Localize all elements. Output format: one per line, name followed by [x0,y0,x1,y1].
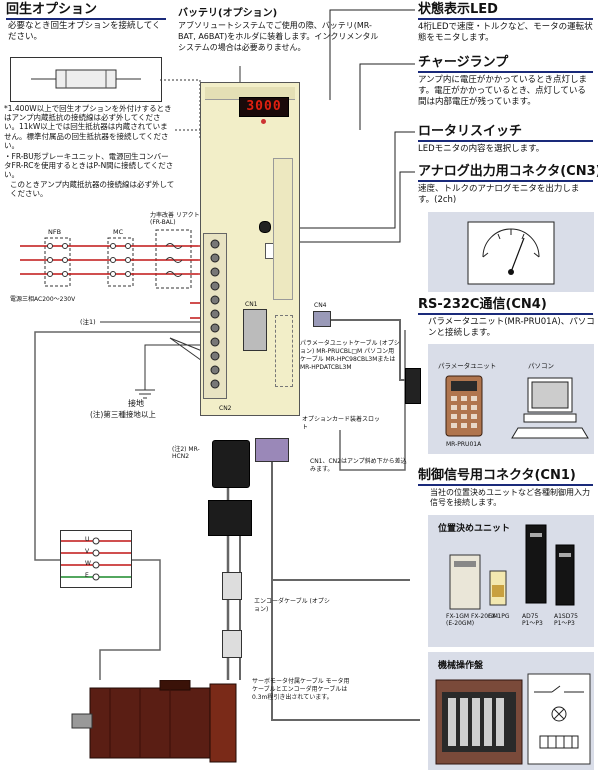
amp-side-panel [273,158,293,300]
terminal-block[interactable] [203,233,227,399]
nfb-label: NFB [48,228,62,236]
positioning-item-fx1pg: FX-1PG [488,613,510,620]
encoder-connector[interactable] [208,500,252,536]
machine-panel-icon [435,673,591,765]
param-unit-model: MR-PRU01A [446,441,482,448]
cn1-desc: 当社の位置決めユニットなど各種制御用入力信号を接続します。 [430,488,590,507]
status-led-bar [418,18,593,20]
machine-panel: 機械操作盤 [428,652,594,770]
positioning-units-icons [449,524,575,610]
rotary-desc: LEDモニタの内容を選択します。 [418,144,545,154]
motor-terminal-wires [61,537,131,581]
servo-cable-label: サーボモータ付属ケーブル モータ用ケーブルとエンコーダ用ケーブルは0.3m程引き… [252,678,350,701]
regen-resistor-box [10,57,162,102]
regen-title-bar [6,18,166,20]
reactor-label: 力率改善 リアクトル(FR-BAL) [150,212,206,226]
rotary-title: ロータリスイッチ [418,124,523,139]
battery-title: バッテリ(オプション) [178,8,278,19]
regen-note1: *1.400W以上で回生オプションを外付けするときはアンプ内蔵抵抗の接続線は必ず… [4,104,172,150]
mc-label: MC [113,228,124,236]
charge-lamp [261,119,266,124]
cn4-plug[interactable] [313,311,331,327]
power-label: 電源三相AC200〜230V [10,296,76,303]
analog-title: アナログ出力用コネクタ(CN3) [418,164,598,179]
regen-resistor-icon [31,69,141,89]
cn1-title: 制御信号用コネクタ(CN1) [418,468,576,483]
regen-title: 回生オプション [6,2,98,17]
positioning-title: 位置決めユニット [438,524,511,534]
analog-panel [428,212,594,292]
rs232-bar [418,313,593,315]
motor-terminal-box: U V W E [60,530,132,588]
encoder-relay-plug[interactable] [222,572,242,600]
rs232-panel: パラメータユニット パソコン MR-PRU01A [428,344,594,454]
status-led-title: 状態表示LED [418,2,498,17]
ground-label: 接地 [128,399,144,408]
motor-term-e: E [85,572,89,579]
rs232-title: RS-232C通信(CN4) [418,297,547,312]
positioning-item-fx1gm: FX-1GM FX-20GM (E-20GM) [446,613,498,627]
servo-amplifier: 3000 CN1 CN2 [200,82,300,416]
cn1-cable-plug[interactable] [255,438,289,462]
charge-lamp-title: チャージランプ [418,55,509,70]
option-card-slot[interactable] [275,315,293,387]
cn1-connector[interactable] [243,309,267,351]
positioning-item-ad75: AD75 P1〜P3 [522,613,543,627]
battery-desc: アブソリュートシステムでご使用の際、バッテリ(MR-BAT, A6BAT)をホル… [178,21,379,52]
encoder-cable-label: エンコーダケーブル (オプション) [254,598,330,613]
terminal-screws [210,239,220,389]
servo-motor [70,680,240,766]
analog-meter-icon [467,221,555,285]
param-cable-label: パラメータユニットケーブル (オプション) MR-PRUCBL□M パソコン用ケ… [300,340,400,371]
charge-lamp-desc: アンプ内に電圧がかかっているとき点灯します。電圧がかかっているとき、点灯している… [418,75,587,107]
led-value: 3000 [246,99,282,114]
motor-term-v: V [85,548,90,555]
servo-motor-icon [71,680,237,763]
regen-note2: ・FR-BU形ブレーキユニット、電源回生コンバータFR-RCを使用するときはP-… [4,152,174,180]
encoder-relay-plug-2[interactable] [222,630,242,658]
analog-desc: 速度、トルクのアナログモニタを出力します。(2ch) [418,184,580,205]
pc-label: パソコン [528,362,554,370]
note1-label: (注1) [80,318,96,326]
rotary-switch[interactable] [259,221,271,233]
cn-note: CN1、CN2はアンプ斜め下から差込みます。 [310,458,407,473]
positioning-item-a1sd75: A1SD75 P1〜P3 [554,613,578,627]
machine-title: 機械操作盤 [438,661,484,671]
regen-note3: このときアンプ内蔵抵抗器の接続線は必ず外してください。 [10,180,175,199]
positioning-panel: 位置決めユニット FX-1GM FX-20GM (E-20GM) FX-1PG … [428,515,594,647]
regen-desc: 必要なとき回生オプションを接続してください。 [8,21,161,42]
ground-note: (注)第三種接地以上 [90,410,156,419]
cn4-label: CN4 [314,302,327,309]
rs232-desc: パラメータユニット(MR-PRU01A)、パソコンと接続します。 [428,317,595,338]
motor-term-w: W [85,560,91,567]
note2-label: (注2) MR-HCN2 [172,446,200,460]
motor-term-u: U [85,536,90,543]
cn1-port-label: CN1 [245,301,258,308]
rs232-plug[interactable] [405,368,421,404]
cn2-connector[interactable] [212,440,250,488]
led-display: 3000 [239,97,289,117]
param-unit-label: パラメータユニット [438,362,497,370]
cn2-port-label: CN2 [219,405,232,412]
analog-bar [418,180,593,182]
option-slot-label: オプションカード装着スロット [302,416,381,431]
cn1-bar [418,484,593,486]
charge-lamp-bar [418,71,593,73]
status-led-desc: 4桁LEDで速度・トルクなど、モータの運転状態をモニタします。 [418,22,593,43]
param-unit-and-pc-icons [445,375,589,439]
rotary-bar [418,140,593,142]
